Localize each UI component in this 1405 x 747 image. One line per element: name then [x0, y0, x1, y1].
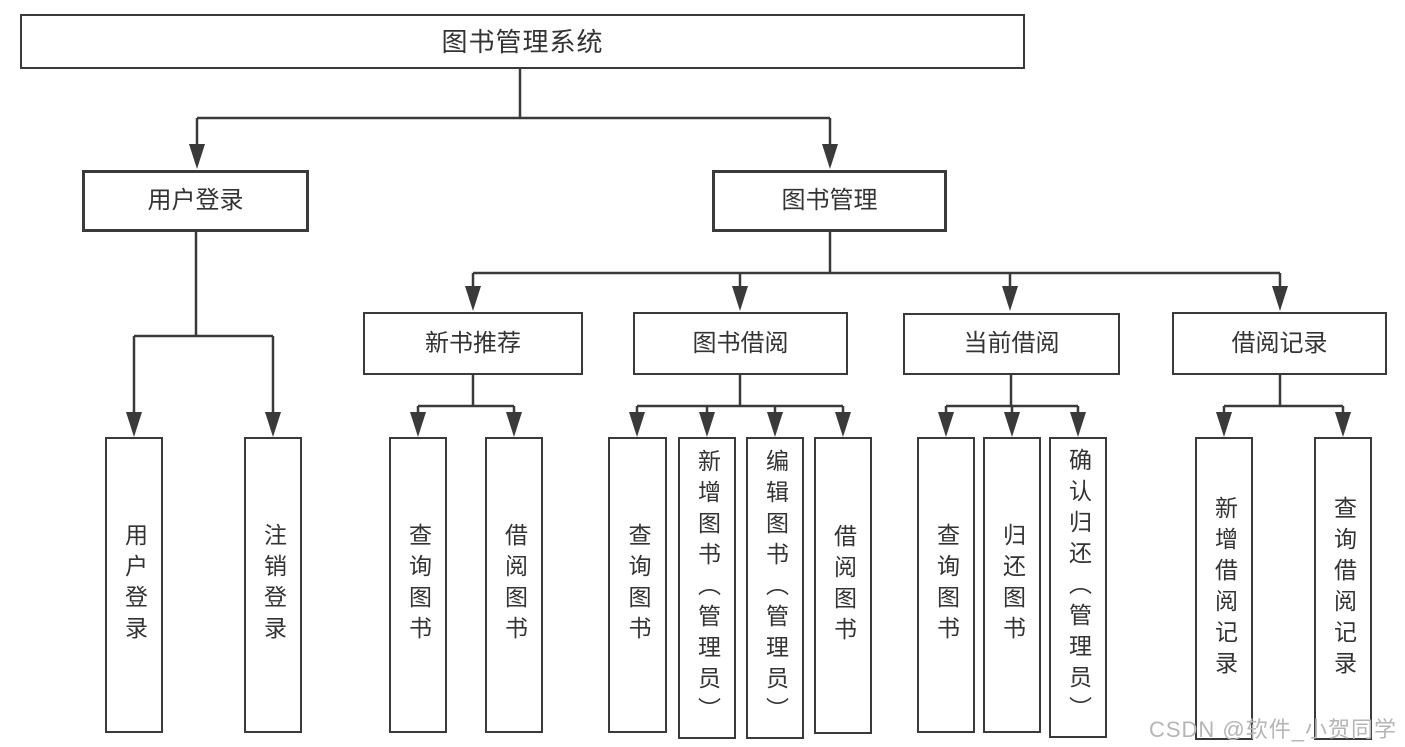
leaf-label: 借阅图书 [501, 523, 528, 647]
leaf-query-books: 查询图书 [917, 437, 975, 733]
node-root-label: 图书管理系统 [441, 26, 604, 57]
leaf-label: 查询图书 [405, 523, 432, 647]
node-label: 用户登录 [147, 187, 244, 214]
csdn-watermark: CSDN @软件_小贺同学 [1148, 717, 1397, 742]
leaf-return-books: 归还图书 [983, 437, 1041, 733]
node-book-management-branch: 图书管理 [712, 170, 947, 232]
leaf-edit-books-admin: 编辑图书（管理员） [746, 437, 804, 739]
leaf-label: 编辑图书（管理员） [762, 448, 789, 728]
leaf-label: 借阅图书 [830, 523, 857, 648]
leaf-label: 新增借阅记录 [1211, 495, 1238, 682]
leaf-confirm-return-admin: 确认归还（管理员） [1049, 437, 1107, 738]
node-label: 图书借阅 [692, 329, 789, 357]
leaf-label: 查询图书 [625, 523, 651, 647]
leaf-label: 确认归还（管理员） [1065, 448, 1092, 727]
node-label: 图书管理 [781, 187, 878, 214]
leaf-label: 注销登录 [260, 523, 287, 647]
node-new-book-recommend: 新书推荐 [363, 312, 583, 375]
leaf-logout: 注销登录 [244, 437, 302, 733]
leaf-label: 归还图书 [999, 523, 1026, 647]
leaf-user-login: 用户登录 [105, 437, 163, 733]
leaf-add-books-admin: 新增图书（管理员） [678, 437, 736, 739]
node-current-borrow: 当前借阅 [903, 313, 1120, 375]
node-root-system: 图书管理系统 [20, 14, 1025, 69]
leaf-query-books: 查询图书 [389, 437, 447, 733]
leaf-borrow-books: 借阅图书 [814, 437, 872, 734]
node-label: 当前借阅 [963, 330, 1060, 357]
node-label: 借阅记录 [1231, 329, 1328, 357]
node-book-borrow: 图书借阅 [633, 312, 848, 375]
leaf-borrow-books: 借阅图书 [485, 437, 543, 733]
leaf-label: 查询借阅记录 [1330, 495, 1357, 682]
leaf-query-borrow-record: 查询借阅记录 [1314, 437, 1372, 740]
leaf-query-books: 查询图书 [608, 437, 667, 733]
leaf-label: 新增图书（管理员） [694, 448, 721, 728]
node-label: 新书推荐 [425, 329, 521, 357]
leaf-label: 查询图书 [933, 523, 960, 647]
node-user-login-branch: 用户登录 [82, 170, 309, 232]
leaf-add-borrow-record: 新增借阅记录 [1195, 437, 1253, 740]
leaf-label: 用户登录 [121, 523, 148, 647]
node-borrow-records: 借阅记录 [1172, 312, 1387, 375]
